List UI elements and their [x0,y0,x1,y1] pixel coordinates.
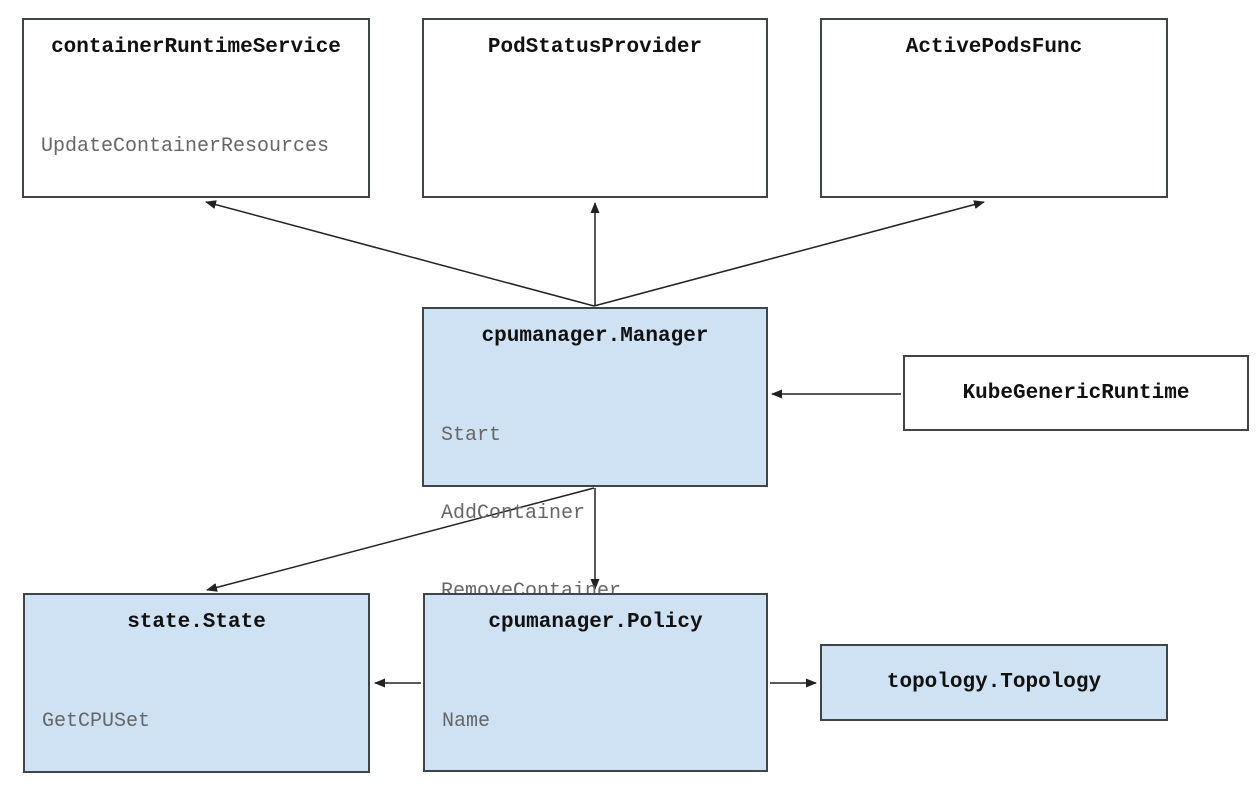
member-label: GetCPUSet [42,710,151,733]
node-cpumanager-policy: cpumanager.Policy Name AddContainer Remo… [423,593,768,772]
node-cpumanager-manager: cpumanager.Manager Start AddContainer Re… [422,307,768,681]
node-title: cpumanager.Policy [488,611,703,634]
member-label: AddContainer [441,502,586,525]
node-title: ActivePodsFunc [905,36,1083,59]
member-label: Name [442,710,491,733]
node-title: cpumanager.Manager [481,325,709,348]
node-members: UpdateContainerResources [24,82,368,212]
node-topology-topology: topology.Topology [820,644,1168,721]
node-members: GetCPUSet GetDefaultCPUSet SetCPUSet Set… [25,657,368,788]
node-kube-generic-runtime: KubeGenericRuntime [903,355,1249,431]
node-title: containerRuntimeService [51,36,341,59]
edge-manager-to-container-runtime-service [205,200,595,307]
node-members: Name AddContainer RemoveContainer [425,657,766,788]
node-title: topology.Topology [886,671,1102,694]
node-title: PodStatusProvider [487,36,703,59]
node-pod-status-provider: PodStatusProvider [422,18,768,198]
member-label: UpdateContainerResources [41,135,330,158]
node-title: state.State [127,611,266,634]
node-container-runtime-service: containerRuntimeService UpdateContainerR… [22,18,370,198]
node-title: KubeGenericRuntime [962,381,1190,405]
node-active-pods-func: ActivePodsFunc [820,18,1168,198]
member-label: Start [441,424,502,447]
node-state-state: state.State GetCPUSet GetDefaultCPUSet S… [23,593,370,773]
edge-manager-to-active-pods-func [593,200,985,307]
